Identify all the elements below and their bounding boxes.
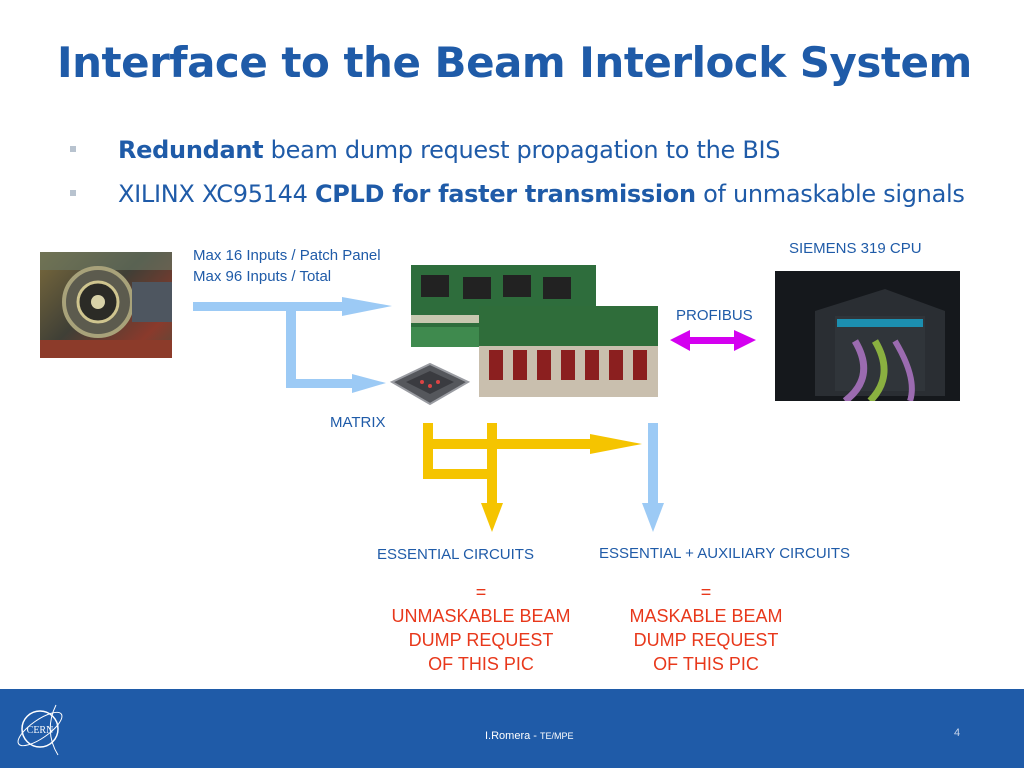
matrix-label: MATRIX: [330, 414, 386, 431]
bullet-item: Redundant beam dump request propagation …: [68, 132, 965, 176]
footer-bar: [0, 689, 1024, 768]
input-arrow-head: [342, 297, 392, 316]
bullet-text: beam dump request propagation to the BIS: [263, 136, 781, 164]
matrix-arrow-shaft: [286, 379, 354, 388]
cern-logo-text: CERN: [27, 725, 54, 736]
input-arrow-shaft: [193, 302, 345, 311]
cpld-chip-photo: [386, 360, 472, 410]
profibus-arrow-right-head: [734, 330, 756, 351]
footer-author: I.Romera - TE/MPE: [485, 730, 574, 742]
page-number: 4: [954, 727, 961, 739]
profibus-arrow-shaft: [688, 337, 736, 344]
description-line: DUMP REQUEST: [633, 630, 779, 650]
author-name: I.Romera -: [485, 730, 541, 742]
maskable-arrow-shaft: [648, 423, 658, 505]
matrix-output-join: [423, 469, 495, 479]
magnet-photo: [40, 252, 172, 358]
bullet-bold: CPLD for faster transmission: [314, 180, 696, 208]
matrix-output-shaft: [423, 423, 433, 477]
bullet-marker-icon: [70, 190, 76, 196]
bullet-list: Redundant beam dump request propagation …: [68, 132, 965, 220]
profibus-label: PROFIBUS: [676, 307, 753, 324]
description-line: OF THIS PIC: [653, 654, 759, 674]
siemens-cpu-photo: [775, 271, 960, 401]
description-line: UNMASKABLE BEAM: [391, 606, 571, 626]
essential-aux-circuits-label: ESSENTIAL + AUXILIARY CIRCUITS: [599, 545, 851, 562]
matrix-arrow-head: [352, 374, 386, 393]
magnet-image: [40, 252, 172, 358]
cern-logo: CERN: [12, 701, 70, 764]
maskable-description: = MASKABLE BEAM DUMP REQUEST OF THIS PIC: [596, 580, 816, 676]
slide-title: Interface to the Beam Interlock System: [57, 38, 972, 87]
bullet-text: of unmaskable signals: [695, 180, 965, 208]
unmaskable-arrow-head: [481, 503, 503, 532]
inputs-label-2: Max 96 Inputs / Total: [193, 268, 332, 285]
to-bis-arrow-head: [590, 434, 642, 454]
cern-logo-icon: CERN: [17, 704, 63, 756]
equals-sign: =: [700, 582, 712, 602]
bullet-marker-icon: [70, 146, 76, 152]
siemens-cpu-image: [775, 271, 960, 401]
cpu-label: SIEMENS 319 CPU: [789, 240, 922, 257]
unmaskable-description: = UNMASKABLE BEAM DUMP REQUEST OF THIS P…: [371, 580, 591, 676]
to-bis-arrow-shaft: [433, 439, 593, 449]
bullet-bold: Redundant: [118, 136, 264, 164]
equals-sign: =: [475, 582, 487, 602]
cpld-chip-image: [389, 362, 471, 406]
inputs-label-1: Max 16 Inputs / Patch Panel: [193, 247, 381, 264]
description-line: OF THIS PIC: [428, 654, 534, 674]
bullet-text: XILINX XC95144: [118, 180, 315, 208]
profibus-arrow-left-head: [670, 330, 690, 351]
connector-board-photo: [479, 306, 658, 397]
author-department: TE/MPE: [540, 731, 574, 741]
connector-board-image: [479, 306, 658, 397]
bullet-item: XILINX XC95144 CPLD for faster transmiss…: [68, 176, 965, 220]
essential-circuits-label: ESSENTIAL CIRCUITS: [377, 546, 534, 563]
description-line: MASKABLE BEAM: [629, 606, 783, 626]
maskable-arrow-head: [642, 503, 664, 532]
unmaskable-arrow-shaft: [487, 423, 497, 505]
description-line: DUMP REQUEST: [408, 630, 554, 650]
matrix-branch-shaft: [286, 306, 296, 386]
